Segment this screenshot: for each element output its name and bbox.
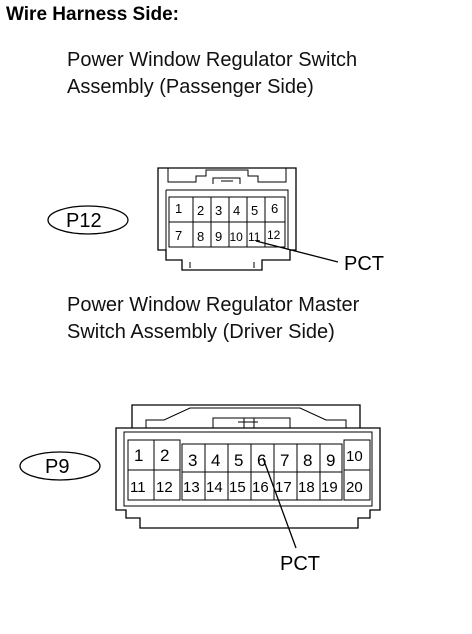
p9-id: P9: [45, 456, 69, 478]
p9-pin-4: 4: [211, 451, 220, 470]
p9-pin-9: 9: [326, 451, 335, 470]
p9-pin-19: 19: [321, 479, 338, 496]
p12-callout-line: [255, 240, 339, 263]
p12-latch: [167, 168, 287, 183]
p12-pin-4: 4: [233, 203, 240, 218]
p9-latch-key: [212, 417, 291, 428]
p12-connector: 1 2 3 4 5 6 7 8 9 10 11 12: [157, 167, 297, 271]
p9-id-ellipse: [19, 451, 101, 481]
p9-pin-15: 15: [229, 479, 246, 496]
p9-callout-line: [262, 457, 297, 549]
p9-pin-10: 10: [346, 448, 363, 465]
p12-caption-line1: Power Window Regulator Switch: [67, 49, 357, 71]
p9-pin-5: 5: [234, 451, 243, 470]
p9-pin-16: 16: [252, 479, 269, 496]
p9-pin-1: 1: [134, 446, 143, 465]
p12-latch-key: [212, 177, 241, 184]
p9-pin-3: 3: [188, 451, 197, 470]
p9-pin-14: 14: [206, 479, 223, 496]
p12-callout-label: PCT: [344, 253, 384, 275]
p9-pin-11: 11: [130, 479, 146, 496]
p12-caption-line2: Assembly (Passenger Side): [67, 76, 314, 98]
p12-housing: [157, 167, 297, 271]
p12-pin-2: 2: [197, 203, 204, 218]
p9-pin-17: 17: [275, 479, 292, 496]
p12-pin-5: 5: [251, 203, 258, 218]
p12-id: P12: [66, 210, 102, 232]
p9-pin-12: 12: [156, 479, 173, 496]
p9-caption-line1: Power Window Regulator Master: [67, 294, 360, 316]
p9-pin-7: 7: [280, 451, 289, 470]
p12-pin-7: 7: [175, 228, 182, 243]
p9-caption-line2: Switch Assembly (Driver Side): [67, 321, 335, 343]
p9-pin-13: 13: [183, 479, 200, 496]
p12-pin-8: 8: [197, 229, 204, 244]
p9-housing: [115, 427, 381, 529]
p12-pin-3: 3: [215, 203, 222, 218]
p9-latch: [145, 407, 347, 428]
p12-pin-1: 1: [175, 201, 182, 216]
p12-pin-12: 12: [267, 228, 281, 242]
p12-id-ellipse: [47, 205, 129, 235]
p9-callout-label: PCT: [280, 553, 320, 575]
page-heading: Wire Harness Side:: [6, 4, 179, 25]
p12-pin-11: 11: [248, 230, 261, 244]
p9-pin-8: 8: [303, 451, 312, 470]
p9-pin-18: 18: [298, 479, 315, 496]
p9-connector: 1 2 3 4 5 6 7 8 9 10 11 12 13 14 15 16 1…: [115, 404, 381, 529]
p9-pin-20: 20: [346, 479, 363, 496]
p12-pin-10: 10: [230, 230, 244, 244]
p9-pin-6: 6: [257, 451, 266, 470]
p9-top-frame: [131, 404, 361, 428]
p9-pin-2: 2: [160, 446, 169, 465]
p12-pin-6: 6: [271, 201, 278, 216]
p12-pin-9: 9: [215, 229, 222, 244]
